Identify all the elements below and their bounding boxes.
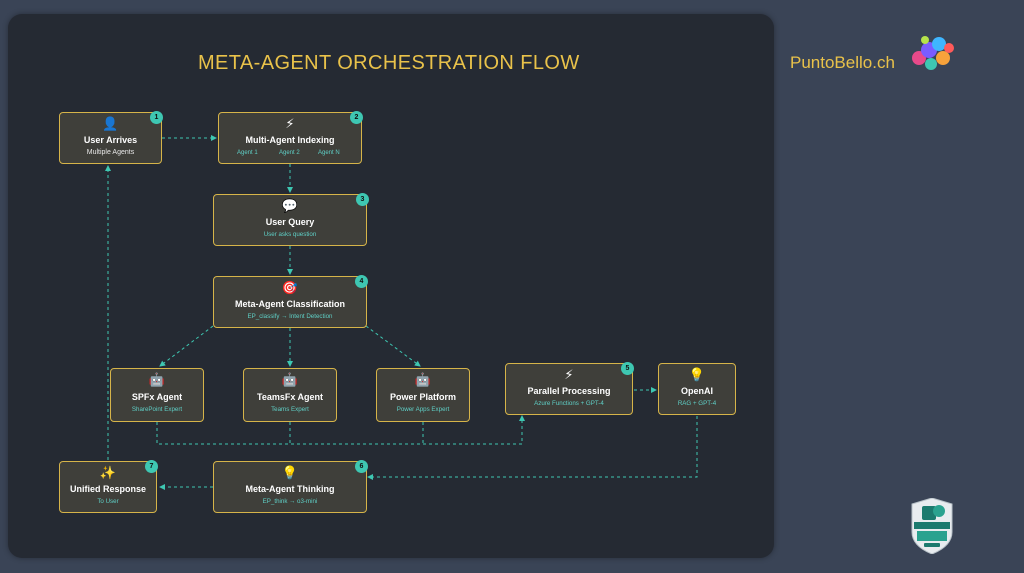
step-badge-3: 3 (356, 193, 369, 206)
step-badge-4: 4 (355, 275, 368, 288)
node-subtitle: RAG + GPT-4 (677, 400, 717, 407)
node-subtitle: EP_classify → Intent Detection (247, 313, 333, 320)
speech-bubble-icon: 💬 (281, 198, 299, 213)
node-user-arrives[interactable]: 👤 User Arrives Multiple Agents (59, 112, 162, 164)
node-title: Parallel Processing (527, 386, 611, 396)
step-badge-5: 5 (621, 362, 634, 375)
node-subtitle: To User (97, 498, 119, 505)
node-subtitle: Multiple Agents (86, 149, 135, 156)
arrow-openai-to-6 (367, 416, 698, 480)
node-power-platform[interactable]: 🤖 Power Platform Power Apps Expert (376, 368, 470, 422)
node-title: Power Platform (389, 392, 456, 402)
node-subtitle: EP_think → o3-mini (262, 498, 318, 505)
node-spfx-agent[interactable]: 🤖 SPFx Agent SharePoint Expert (110, 368, 204, 422)
step-badge-1: 1 (150, 111, 163, 124)
step-badge-6: 6 (355, 460, 368, 473)
arrow-agents-to-parallel (156, 415, 525, 445)
robot-icon: 🤖 (414, 372, 432, 387)
robot-icon: 🤖 (281, 372, 299, 387)
agent-label: Agent 2 (279, 150, 300, 156)
lightning-icon: ⚡ (285, 116, 295, 131)
brand-name: PuntoBello.ch (790, 53, 895, 72)
node-subtitle: Teams Expert (271, 406, 309, 413)
lightbulb-icon: 💡 (281, 465, 299, 480)
node-parallel-processing[interactable]: ⚡ Parallel Processing Azure Functions + … (505, 363, 633, 415)
arrow-4-to-power (365, 325, 421, 367)
node-title: OpenAI (680, 386, 713, 396)
node-title: Meta-Agent Classification (234, 299, 346, 309)
node-title: SPFx Agent (131, 392, 183, 402)
node-subtitle: SharePoint Expert (131, 406, 183, 413)
brand-logo-icon (912, 36, 954, 70)
node-subtitle: User asks question (263, 231, 317, 238)
node-teamsfx-agent[interactable]: 🤖 TeamsFx Agent Teams Expert (243, 368, 337, 422)
certification-badge-icon (911, 498, 953, 554)
arrow-4-to-spfx (159, 325, 214, 367)
agent-label: Agent N (318, 150, 340, 156)
agent-label: Agent 1 (237, 150, 258, 156)
step-badge-7: 7 (145, 460, 158, 473)
node-meta-agent-thinking[interactable]: 💡 Meta-Agent Thinking EP_think → o3-mini (213, 461, 367, 513)
node-meta-agent-classification[interactable]: 🎯 Meta-Agent Classification EP_classify … (213, 276, 367, 328)
sparkles-icon: ✨ (99, 465, 117, 480)
node-subtitle: Power Apps Expert (396, 406, 450, 413)
node-multi-agent-indexing[interactable]: ⚡ Multi-Agent Indexing Agent 1 Agent 2 A… (218, 112, 362, 164)
node-user-query[interactable]: 💬 User Query User asks question (213, 194, 367, 246)
node-subtitle: Azure Functions + GPT-4 (534, 400, 604, 407)
node-title: Multi-Agent Indexing (245, 135, 335, 145)
node-unified-response[interactable]: ✨ Unified Response To User (59, 461, 157, 513)
step-badge-2: 2 (350, 111, 363, 124)
node-title: Unified Response (69, 484, 146, 494)
lightbulb-icon: 💡 (688, 367, 706, 382)
node-title: User Arrives (83, 135, 138, 145)
target-icon: 🎯 (281, 280, 299, 295)
node-openai[interactable]: 💡 OpenAI RAG + GPT-4 (658, 363, 736, 415)
node-title: User Query (265, 217, 315, 227)
diagram-title: META-AGENT ORCHESTRATION FLOW (198, 52, 580, 74)
node-title: Meta-Agent Thinking (245, 484, 335, 494)
robot-icon: 🤖 (148, 372, 166, 387)
lightning-icon: ⚡ (564, 367, 574, 382)
user-icon: 👤 (102, 116, 119, 131)
node-title: TeamsFx Agent (256, 392, 323, 402)
